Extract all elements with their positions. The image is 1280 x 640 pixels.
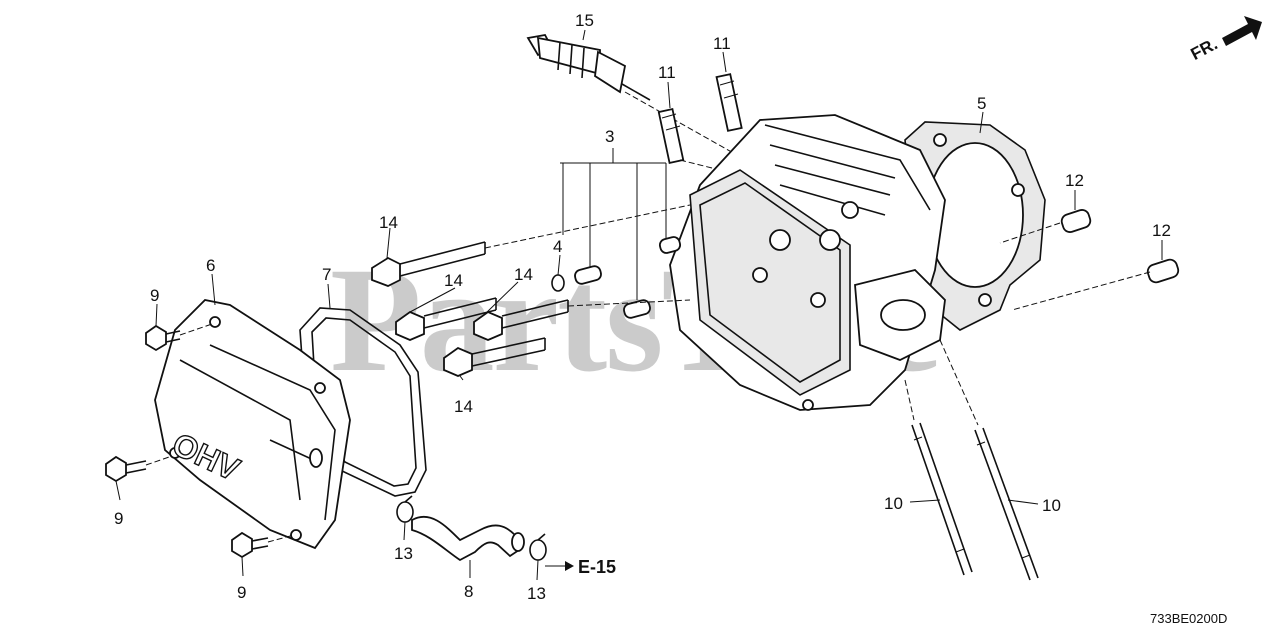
breather-tube: [411, 515, 525, 562]
hose-clip-13-b: [529, 533, 547, 561]
bolt-9-b: [105, 455, 147, 483]
flange-bolt-14-c: [473, 299, 569, 341]
dowel-pin-12-b: [1146, 258, 1180, 284]
cylinder-head: [669, 114, 946, 411]
flange-bolt-14-a: [371, 241, 486, 287]
leader-lines: [115, 29, 1163, 581]
collar-b: [623, 299, 651, 319]
callout-15-spark-plug: 15: [575, 11, 594, 30]
head-gasket: [904, 121, 1046, 331]
dowel-pin-12-a: [1060, 209, 1092, 233]
callout-11-stud: 11: [713, 34, 731, 53]
diagram-code: 733BE0200D: [1150, 611, 1228, 626]
stud-11-a: [657, 108, 685, 164]
callout-9-bolt: 9: [114, 509, 124, 528]
callout-13-clip: 13: [394, 544, 413, 563]
callout-7-cover-gasket: 7: [322, 265, 332, 284]
callout-bracket-3: [560, 148, 667, 300]
bolt-9-c: [231, 531, 269, 559]
head-cover: OHV: [154, 299, 351, 550]
arrow-right-icon: [565, 561, 574, 571]
callout-10-push-rod: 10: [884, 494, 903, 513]
o-ring-pin: [551, 274, 565, 292]
spark-plug: [526, 34, 651, 101]
callout-3-cylinder-head: 3: [605, 127, 615, 146]
callout-14-flange-bolt: 14: [379, 213, 398, 232]
callout-14-flange-bolt: 14: [454, 397, 473, 416]
push-rod-10-a: [911, 422, 973, 576]
callout-13-clip: 13: [527, 584, 546, 603]
hose-clip-13-a: [396, 495, 414, 523]
callout-10-push-rod: 10: [1042, 496, 1061, 515]
callout-5-gasket: 5: [977, 94, 987, 113]
arrow-right-icon: [1222, 16, 1262, 46]
callout-9-bolt: 9: [237, 583, 247, 602]
push-rod-10-b: [974, 427, 1039, 581]
callout-4-pin: 4: [553, 237, 563, 256]
callout-14-flange-bolt: 14: [444, 271, 463, 290]
collar-c: [658, 236, 682, 254]
callout-11-stud: 11: [658, 63, 676, 82]
collar-a: [574, 265, 602, 285]
flange-bolt-14-d: [443, 337, 546, 377]
callout-12-dowel: 12: [1152, 221, 1171, 240]
callout-12-dowel: 12: [1065, 171, 1084, 190]
callout-9-bolt: 9: [150, 286, 160, 305]
stud-11-b: [715, 73, 743, 132]
callout-8-breather-tube: 8: [464, 582, 474, 601]
callout-14-flange-bolt: 14: [514, 265, 533, 284]
fr-direction-arrow: [1222, 16, 1262, 46]
flange-bolt-14-b: [395, 297, 497, 341]
reference-label-e15[interactable]: E-15: [578, 557, 617, 577]
callout-6-head-cover: 6: [206, 256, 216, 275]
